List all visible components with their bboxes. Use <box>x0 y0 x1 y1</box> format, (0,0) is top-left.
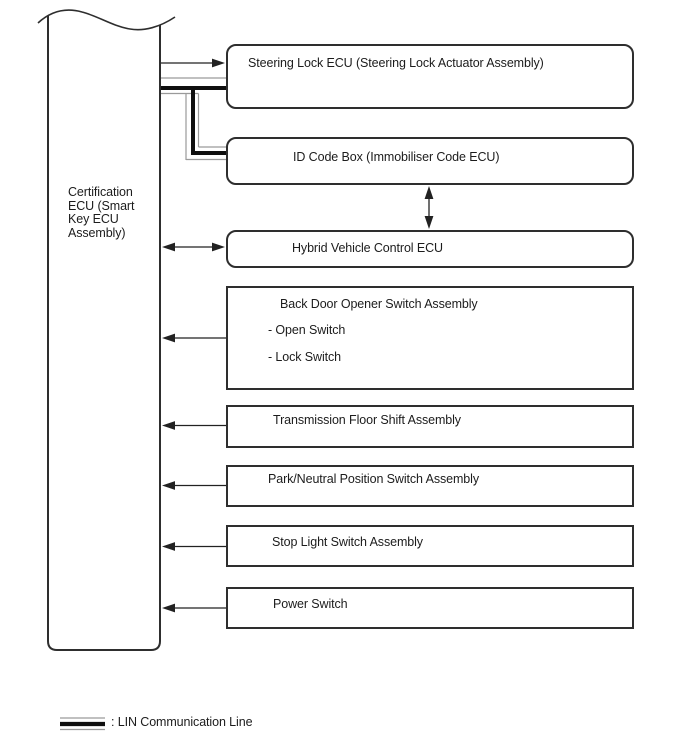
arrow-to-steering-lock <box>161 58 225 68</box>
node-back-door-opener-switch-assembly: Back Door Opener Switch Assembly - Open … <box>226 286 634 390</box>
lin-triple-line-icon <box>60 717 105 731</box>
node-sub-item: - Lock Switch <box>268 350 342 364</box>
node-steering-lock-ecu: Steering Lock ECU (Steering Lock Actuato… <box>226 44 634 109</box>
break-line <box>37 9 176 31</box>
node-label: Stop Light Switch Assembly <box>272 535 423 549</box>
arrow-id-code-hybrid <box>424 186 434 229</box>
arrow-hybrid-both-ways <box>162 242 225 252</box>
node-power-switch: Power Switch <box>226 587 634 629</box>
node-sub-item: - Open Switch <box>268 323 346 337</box>
node-label: Transmission Floor Shift Assembly <box>273 413 461 427</box>
arrow-from-power-switch <box>162 603 226 613</box>
certification-ecu-label: Certification ECU (Smart Key ECU Assembl… <box>68 185 162 240</box>
node-stop-light-switch-assembly: Stop Light Switch Assembly <box>226 525 634 567</box>
certification-ecu-label-line: Key ECU <box>68 212 119 226</box>
arrow-from-stop-light-switch <box>162 542 226 551</box>
arrow-from-back-door-opener <box>162 333 226 343</box>
certification-ecu-label-line: Certification <box>68 185 133 199</box>
node-label: Steering Lock ECU (Steering Lock Actuato… <box>248 56 544 70</box>
node-label: Power Switch <box>273 597 348 611</box>
node-label: ID Code Box (Immobiliser Code ECU) <box>293 150 500 164</box>
lin-line-branch <box>185 86 200 160</box>
certification-ecu-box <box>47 16 161 651</box>
node-id-code-box: ID Code Box (Immobiliser Code ECU) <box>226 137 634 185</box>
node-label: Back Door Opener Switch Assembly <box>280 297 478 311</box>
certification-ecu-label-line: Assembly) <box>68 225 126 240</box>
arrow-from-transmission-floor-shift <box>162 421 226 430</box>
lin-line-to-id-code-box <box>186 146 227 161</box>
arrow-from-park-neutral-switch <box>162 481 226 490</box>
node-label: Hybrid Vehicle Control ECU <box>292 241 443 255</box>
node-label: Park/Neutral Position Switch Assembly <box>268 472 479 486</box>
node-hybrid-vehicle-control-ecu: Hybrid Vehicle Control ECU <box>226 230 634 268</box>
node-transmission-floor-shift-assembly: Transmission Floor Shift Assembly <box>226 405 634 448</box>
legend-lin-communication-line: : LIN Communication Line <box>111 715 253 729</box>
node-park-neutral-position-switch-assembly: Park/Neutral Position Switch Assembly <box>226 465 634 507</box>
certification-ecu-label-line: ECU (Smart <box>68 198 135 213</box>
